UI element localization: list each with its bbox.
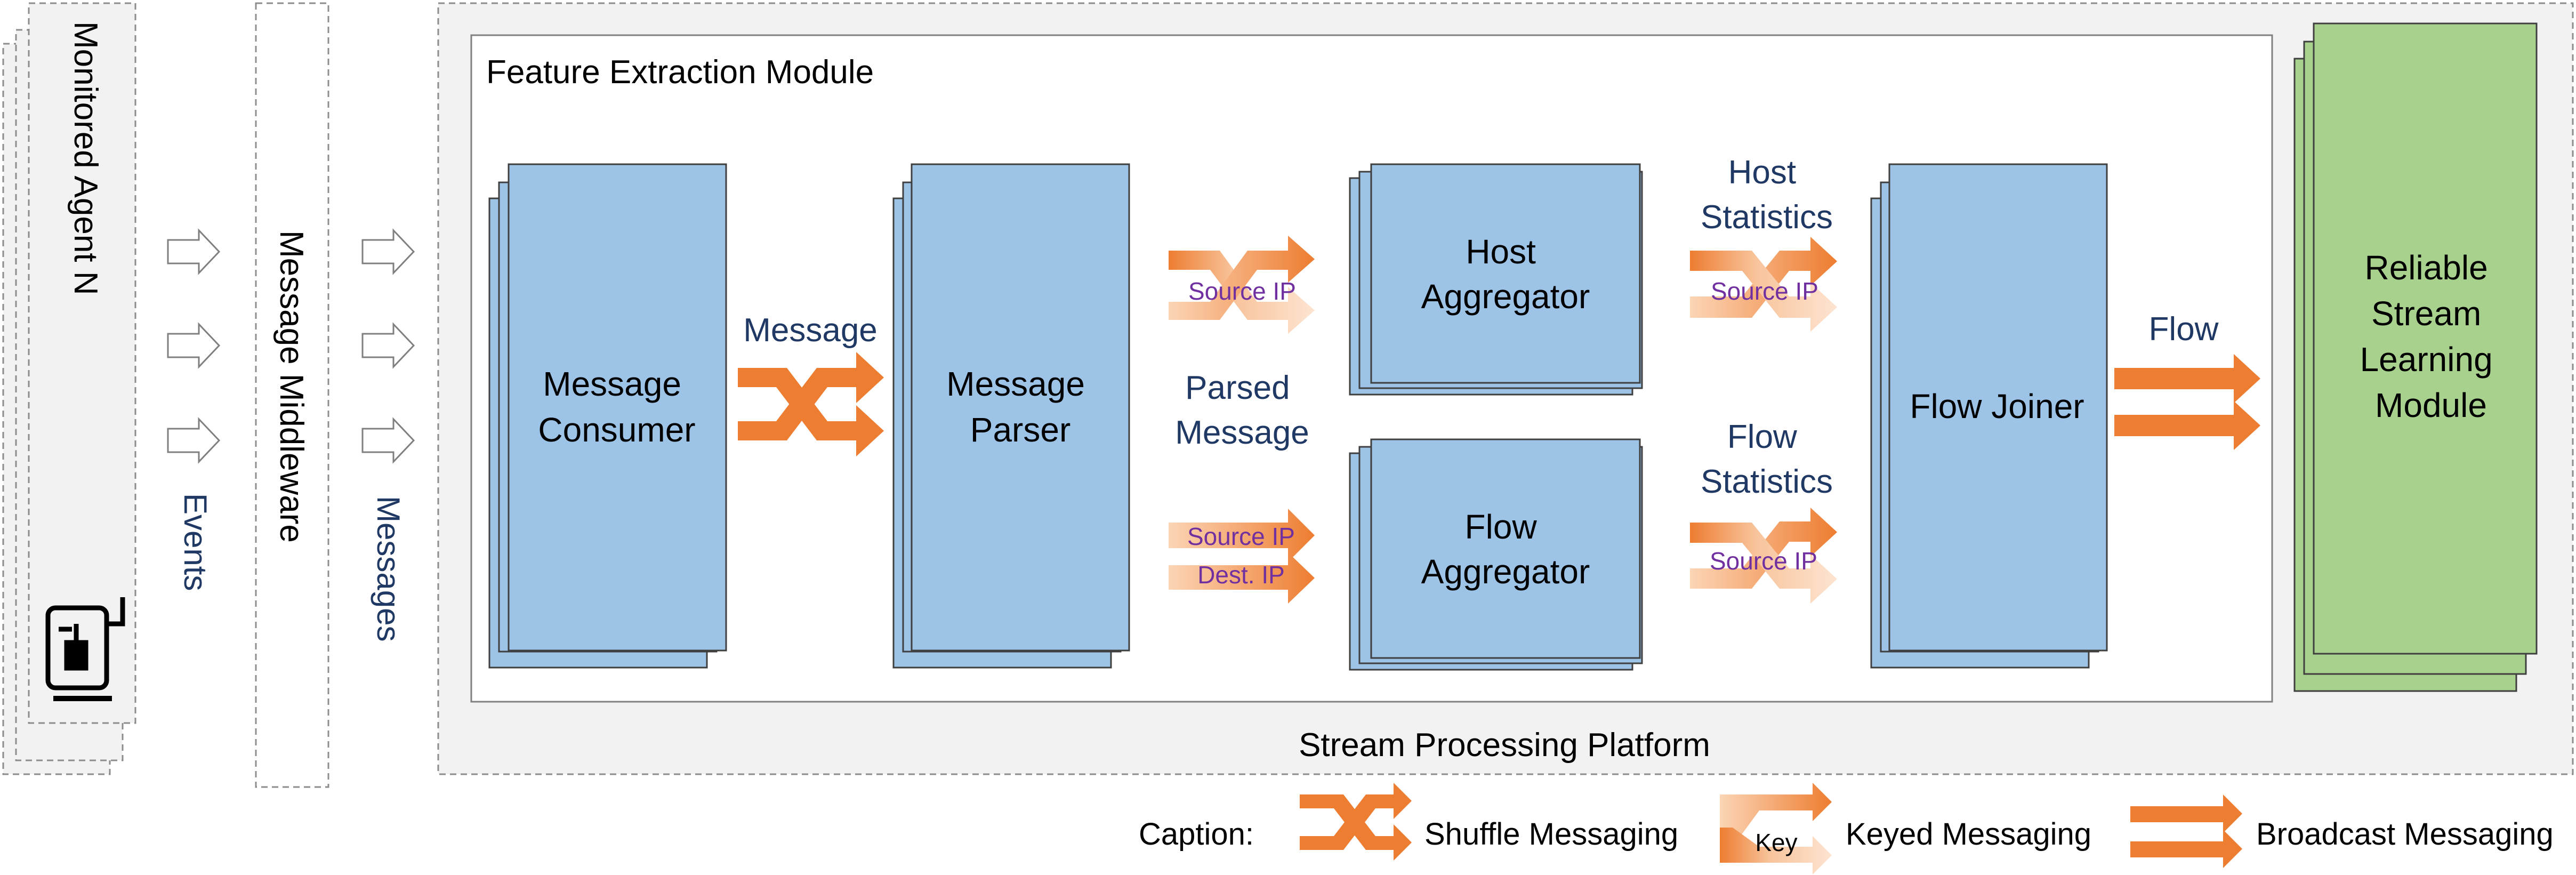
message-consumer-box: Message Consumer [488, 163, 727, 669]
flow-aggregator-line2: Aggregator [1421, 552, 1590, 591]
svg-text:Parsed Message: Parsed Message [1175, 370, 1309, 451]
svg-text:Message Consumer: Message Consumer [538, 365, 695, 449]
host-statistics-key: Source IP [1711, 277, 1818, 305]
messages-arrows [361, 229, 415, 463]
learning-module-line2: Stream [2371, 294, 2481, 333]
legend-shuffle-label: Shuffle Messaging [1424, 817, 1678, 852]
monitored-agent-stack: Monitored Agent N [2, 2, 136, 775]
legend-broadcast-label: Broadcast Messaging [2256, 817, 2554, 852]
flow-aggregator-box: Flow Aggregator [1349, 438, 1643, 671]
flow-edge-label: Flow [2149, 311, 2219, 348]
keyed-arrow-flow-joiner: Source IP [1690, 508, 1837, 604]
host-statistics-line1: Host [1728, 154, 1796, 191]
events-label: Events [178, 493, 213, 591]
svg-text:Flow Statistics: Flow Statistics [1701, 419, 1833, 500]
flow-statistics-key: Source IP [1710, 547, 1817, 575]
host-statistics-line2: Statistics [1701, 199, 1833, 236]
legend-broadcast-icon [2130, 794, 2242, 868]
parsed-message-line1: Parsed [1185, 370, 1290, 406]
key-source-ip-bottom: Source IP [1187, 523, 1295, 550]
host-aggregator-line1: Host [1466, 232, 1536, 271]
parsed-message-line2: Message [1175, 414, 1309, 451]
key-dest-ip: Dest. IP [1197, 561, 1285, 589]
keyed-arrow-parser-host: Source IP [1169, 236, 1315, 334]
learning-module-line4: Module [2375, 386, 2487, 424]
message-middleware: Message Middleware [255, 2, 329, 788]
agent-device-icon [45, 597, 125, 701]
svg-text:Flow Aggregator: Flow Aggregator [1421, 508, 1590, 591]
middleware-label: Message Middleware [273, 230, 310, 543]
consumer-label-line2: Consumer [538, 411, 695, 449]
learning-module-box: Reliable Stream Learning Module [2293, 22, 2538, 692]
legend-keyed-icon: Key [1720, 783, 1832, 874]
feature-module-title: Feature Extraction Module [486, 54, 874, 91]
svg-text:Message Parser: Message Parser [946, 365, 1094, 449]
events-arrows [167, 229, 220, 463]
platform-label: Stream Processing Platform [1299, 727, 1710, 764]
agent-label: Monitored Agent N [67, 21, 104, 295]
message-edge-label: Message [743, 312, 878, 349]
learning-module-line3: Learning [2360, 340, 2493, 379]
flow-statistics-line1: Flow [1727, 419, 1797, 455]
parser-label-line1: Message [946, 365, 1085, 403]
svg-text:Reliable Stream Le: Reliable Stream Learning Module [2360, 248, 2502, 424]
flow-joiner-box: Flow Joiner [1870, 163, 2108, 669]
caption-legend: Caption: Shuffle Messaging Key Keyed Mes… [1139, 783, 2554, 874]
flow-joiner-label: Flow Joiner [1910, 387, 2084, 426]
keyed-arrow-parser-flow: Source IP Dest. IP [1169, 509, 1315, 604]
message-parser-box: Message Parser [892, 163, 1130, 669]
legend-keyed-label: Keyed Messaging [1846, 817, 2091, 852]
flow-statistics-line2: Statistics [1701, 463, 1833, 500]
svg-text:Host Aggregator: Host Aggregator [1421, 232, 1590, 316]
svg-text:Host Statistics: Host Statistics [1701, 154, 1833, 236]
caption-title: Caption: [1139, 817, 1254, 852]
broadcast-arrow-joiner-learning [2114, 354, 2260, 450]
shuffle-arrow-consumer-parser [738, 352, 884, 456]
keyed-arrow-host-joiner: Source IP [1690, 237, 1837, 332]
legend-keyed-key: Key [1755, 829, 1797, 856]
legend-shuffle-icon [1300, 783, 1412, 861]
learning-module-line1: Reliable [2364, 248, 2488, 287]
consumer-label-line1: Message [543, 365, 681, 403]
key-source-ip-top: Source IP [1188, 277, 1296, 305]
host-aggregator-line2: Aggregator [1421, 277, 1590, 316]
messages-label: Messages [371, 496, 406, 641]
flow-aggregator-line1: Flow [1465, 508, 1537, 546]
host-aggregator-box: Host Aggregator [1349, 163, 1643, 396]
parser-label-line2: Parser [970, 411, 1071, 449]
